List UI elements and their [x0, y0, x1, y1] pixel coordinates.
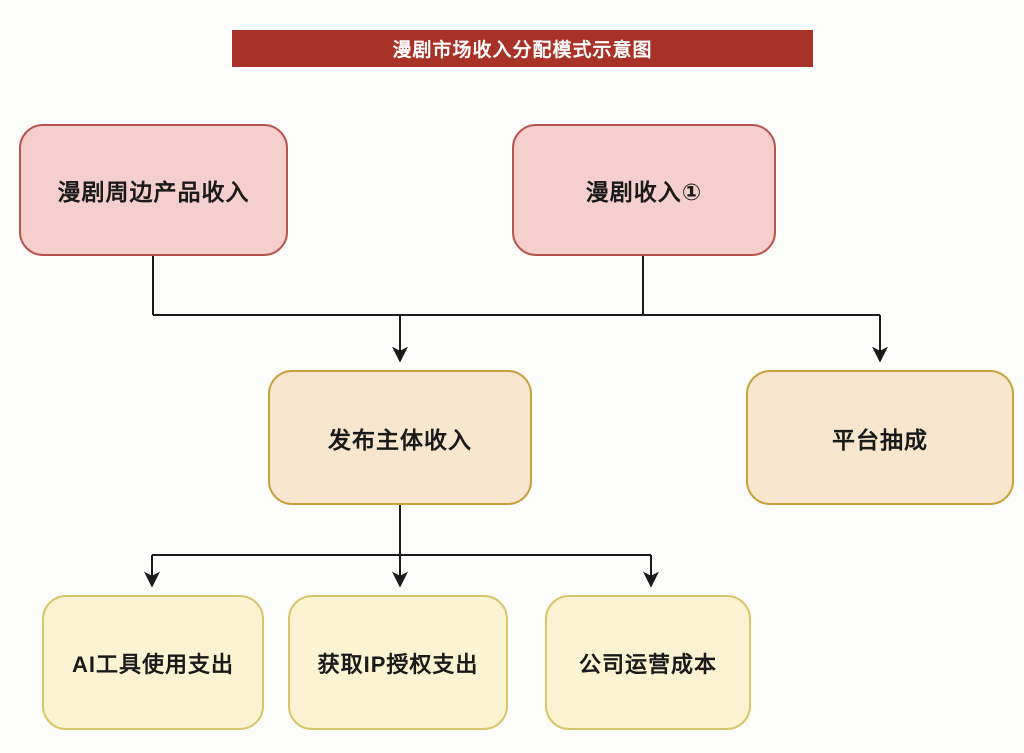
- node-ai-tool-expense-label: AI工具使用支出: [71, 651, 234, 677]
- node-ip-license-expense-label: 获取IP授权支出: [317, 651, 479, 677]
- node-publisher-income: 发布主体收入: [268, 370, 532, 505]
- node-platform-cut: 平台抽成: [746, 370, 1014, 505]
- diagram-title: 漫剧市场收入分配模式示意图: [392, 40, 653, 61]
- node-merch-income-label: 漫剧周边产品收入: [57, 179, 250, 205]
- node-drama-income: 漫剧收入①: [512, 124, 776, 256]
- node-platform-cut-label: 平台抽成: [832, 426, 928, 453]
- node-drama-income-label: 漫剧收入①: [585, 179, 703, 205]
- diagram-title-banner: 漫剧市场收入分配模式示意图: [232, 30, 813, 67]
- node-merch-income: 漫剧周边产品收入: [19, 124, 288, 256]
- node-publisher-income-label: 发布主体收入: [328, 426, 472, 453]
- node-ip-license-expense: 获取IP授权支出: [288, 595, 508, 730]
- node-company-operating-cost-label: 公司运营成本: [578, 651, 717, 677]
- node-ai-tool-expense: AI工具使用支出: [42, 595, 264, 730]
- node-company-operating-cost: 公司运营成本: [545, 595, 751, 730]
